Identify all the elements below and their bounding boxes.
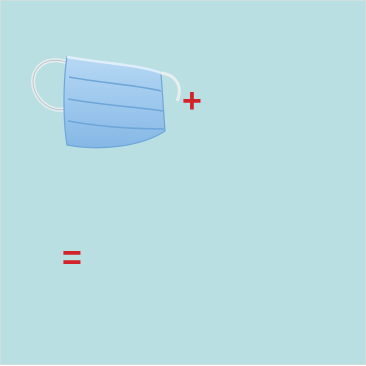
plus-symbol: +	[182, 84, 202, 118]
equals-symbol: =	[62, 241, 82, 275]
surgical-mask-icon	[33, 57, 179, 148]
